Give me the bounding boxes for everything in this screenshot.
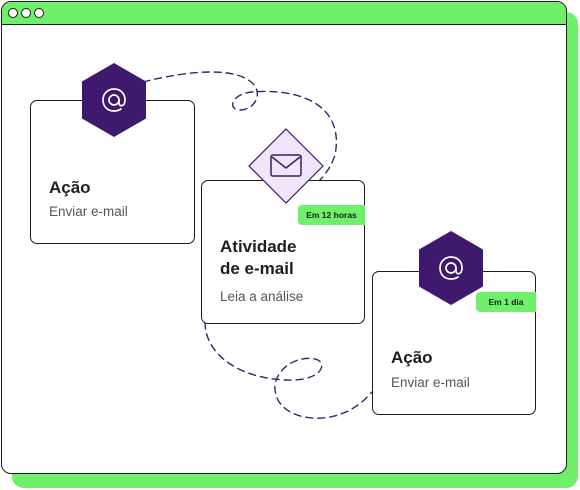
delay-badge: Em 1 dia (476, 292, 536, 312)
delay-badge: Em 12 horas (298, 205, 365, 225)
window-control-dot[interactable] (8, 8, 18, 18)
card-title: Ação (49, 178, 91, 197)
card-subtitle: Enviar e-mail (391, 375, 470, 390)
card-subtitle: Enviar e-mail (49, 204, 128, 219)
card-title: Ação (391, 348, 433, 367)
envelope-icon (248, 128, 324, 204)
window-control-dot[interactable] (21, 8, 31, 18)
window-control-dot[interactable] (34, 8, 44, 18)
at-sign-icon (82, 63, 146, 137)
card-subtitle: Leia a análise (220, 289, 304, 304)
card-title: Atividade de e-mail (220, 237, 297, 278)
connector-path (204, 321, 373, 419)
at-sign-icon (419, 231, 483, 305)
window-titlebar (2, 2, 566, 25)
email-activity-card[interactable]: Atividade de e-mail Leia a análise (201, 180, 365, 324)
